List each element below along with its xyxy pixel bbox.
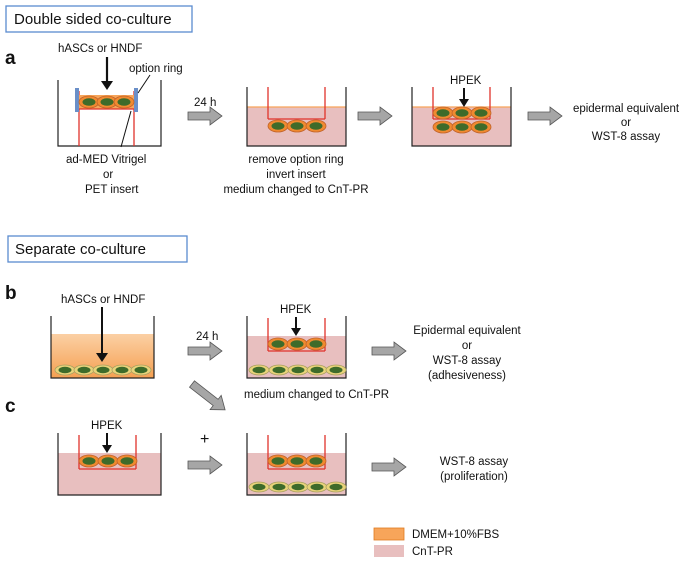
cell bbox=[325, 481, 347, 493]
b-outcome-line2: or bbox=[462, 340, 472, 352]
option-ring-label: option ring bbox=[129, 63, 183, 75]
insert-label-line3: PET insert bbox=[85, 184, 139, 196]
a-hpek-label: HPEK bbox=[450, 75, 482, 87]
a-step3-well bbox=[411, 87, 512, 147]
double-sided-title: Double sided co-culture bbox=[14, 11, 172, 28]
medium-note: medium changed to CnT-PR bbox=[244, 389, 389, 401]
cell bbox=[97, 454, 119, 468]
panel-label-a: a bbox=[5, 48, 16, 69]
down-arrow bbox=[459, 88, 469, 107]
cell bbox=[451, 120, 473, 134]
option-ring-left bbox=[75, 88, 79, 112]
insert-label-line1: ad-MED Vitrigel bbox=[66, 154, 146, 166]
a-step2-well bbox=[246, 87, 347, 147]
process-arrow bbox=[371, 457, 407, 477]
a-step1-well bbox=[57, 80, 162, 147]
a-step2-line1: remove option ring bbox=[248, 154, 343, 166]
cell bbox=[305, 454, 327, 468]
cell bbox=[432, 106, 454, 120]
cell bbox=[267, 337, 289, 351]
cell bbox=[287, 481, 309, 493]
plus-sign: + bbox=[200, 431, 209, 448]
c-hpek-label: HPEK bbox=[91, 420, 123, 432]
cell bbox=[451, 106, 473, 120]
b-step2-well bbox=[246, 316, 347, 379]
cell bbox=[73, 364, 95, 376]
b-outcome-line3: WST-8 assay bbox=[433, 355, 502, 367]
insert-label-line2: or bbox=[103, 169, 113, 181]
cell bbox=[268, 364, 290, 376]
b-time-label: 24 h bbox=[196, 331, 218, 343]
process-arrow bbox=[187, 455, 223, 475]
a-step2-line2: invert insert bbox=[266, 169, 326, 181]
process-arrow bbox=[371, 341, 407, 361]
separate-title: Separate co-culture bbox=[15, 241, 146, 258]
cell bbox=[78, 454, 100, 468]
double-sided-title-box bbox=[5, 5, 193, 33]
process-arrow bbox=[187, 341, 223, 361]
b-outcome-line4: (adhesiveness) bbox=[428, 370, 506, 382]
panel-label-b: b bbox=[5, 283, 17, 304]
panel-label-c: c bbox=[5, 396, 16, 417]
insert-pointer bbox=[120, 110, 132, 148]
cell bbox=[470, 106, 492, 120]
cell bbox=[248, 364, 270, 376]
process-arrow bbox=[357, 106, 393, 126]
down-arrow bbox=[96, 307, 108, 362]
cell bbox=[325, 364, 347, 376]
diagonal-arrow bbox=[188, 380, 226, 411]
cell bbox=[267, 119, 289, 133]
process-arrow bbox=[527, 106, 563, 126]
cell bbox=[287, 364, 309, 376]
cell bbox=[286, 119, 308, 133]
a-outcome-line2: or bbox=[621, 117, 631, 129]
cell bbox=[248, 481, 270, 493]
cell bbox=[113, 95, 135, 109]
a-step2-line3: medium changed to CnT-PR bbox=[223, 184, 368, 196]
cell bbox=[306, 481, 328, 493]
cell bbox=[286, 337, 308, 351]
cell bbox=[111, 364, 133, 376]
legend: DMEM+10%FBS CnT-PR bbox=[373, 527, 500, 558]
cell bbox=[78, 95, 100, 109]
legend-swatch-cnt bbox=[374, 545, 404, 557]
cell bbox=[432, 120, 454, 134]
a-outcome-line1: epidermal equivalent bbox=[573, 103, 680, 115]
cell bbox=[286, 454, 308, 468]
cell bbox=[305, 119, 327, 133]
b-hpek-label: HPEK bbox=[280, 304, 312, 316]
a-outcome-line3: WST-8 assay bbox=[592, 131, 661, 143]
cell bbox=[306, 364, 328, 376]
process-arrow bbox=[187, 106, 223, 126]
cell bbox=[268, 481, 290, 493]
down-arrow bbox=[102, 433, 112, 453]
a-cells-label: hASCs or HNDF bbox=[58, 43, 142, 55]
c-step2-well bbox=[246, 433, 347, 496]
cell bbox=[130, 364, 152, 376]
b-cells-label: hASCs or HNDF bbox=[61, 294, 145, 306]
c-outcome-line1: WST-8 assay bbox=[440, 456, 509, 468]
option-ring-right bbox=[134, 88, 138, 112]
legend-swatch-dmem bbox=[373, 527, 405, 541]
a-time-label: 24 h bbox=[194, 97, 216, 109]
cell bbox=[54, 364, 76, 376]
down-arrow bbox=[101, 57, 113, 90]
cell bbox=[267, 454, 289, 468]
legend-label-cnt: CnT-PR bbox=[412, 546, 453, 558]
cell bbox=[92, 364, 114, 376]
cell bbox=[116, 454, 138, 468]
separate-title-box bbox=[7, 235, 188, 263]
down-arrow bbox=[291, 317, 301, 336]
c-step1-well bbox=[57, 433, 162, 496]
cell bbox=[470, 120, 492, 134]
c-outcome-line2: (proliferation) bbox=[440, 471, 508, 483]
legend-label-dmem: DMEM+10%FBS bbox=[412, 529, 500, 541]
b-outcome-line1: Epidermal equivalent bbox=[413, 325, 521, 337]
option-ring-pointer bbox=[137, 74, 151, 94]
cell bbox=[305, 337, 327, 351]
